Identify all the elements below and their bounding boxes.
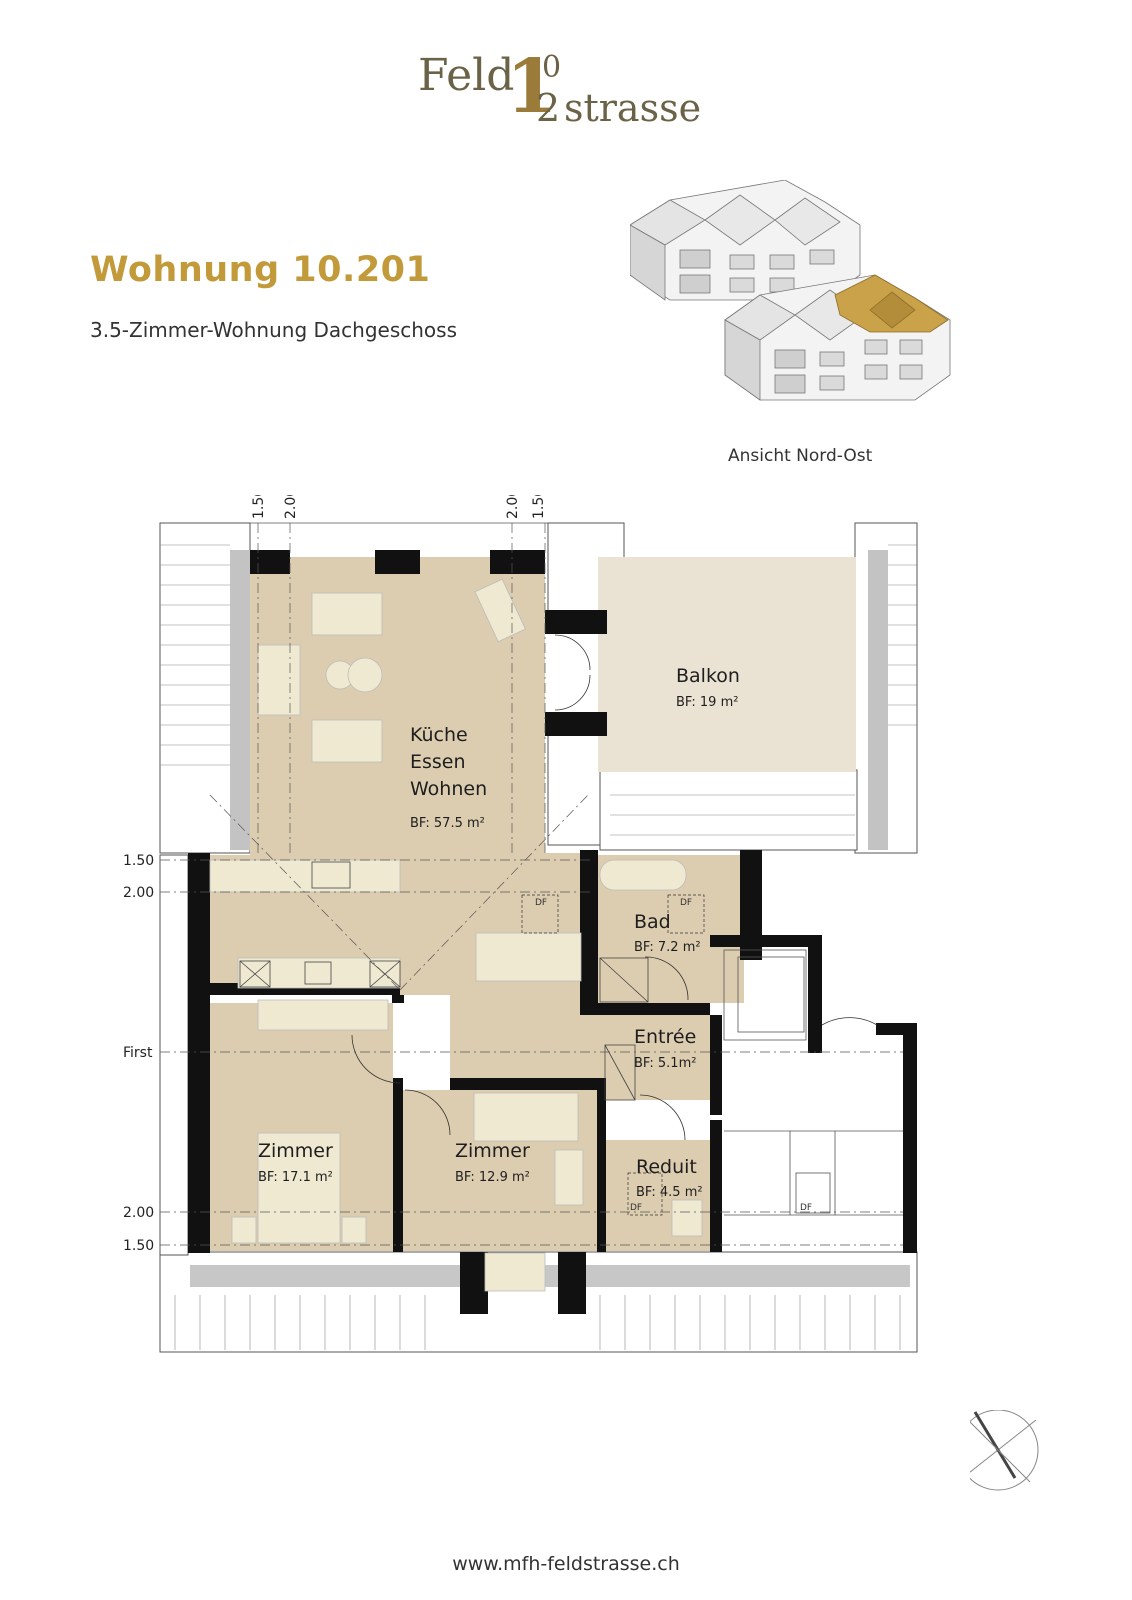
dim-left-4: 2.00 — [123, 1205, 154, 1221]
stairwell — [723, 949, 903, 1216]
dim-top-1: 1.50 — [251, 495, 267, 519]
walls — [188, 550, 917, 1314]
logo-word-strasse: strasse — [564, 86, 702, 130]
roof-hatching — [160, 544, 917, 1350]
building-back — [630, 180, 861, 301]
room-name-kitchen-3: Wohnen — [410, 778, 487, 800]
skylight-label: DF — [800, 1203, 812, 1213]
logo-numeral-one: 1 — [506, 44, 558, 130]
logo-numeral-two: 2 — [536, 86, 561, 130]
room-name-kitchen-1: Küche — [410, 724, 468, 746]
building-axonometric-view — [630, 180, 951, 401]
room-name-bedroom: Zimmer — [258, 1140, 333, 1162]
balcony-area — [598, 557, 856, 772]
room-area-bath: BF: 7.2 m² — [634, 940, 701, 955]
dim-left-3: First — [123, 1045, 153, 1061]
room-area-reduit: BF: 4.5 m² — [636, 1185, 703, 1200]
logo-word-feld: Feld — [418, 50, 515, 101]
room-name-entree: Entrée — [634, 1026, 696, 1048]
compass-cross-2 — [970, 1421, 1031, 1483]
dim-left-1: 1.50 — [123, 853, 154, 869]
floor-plan: DF DF DF DF 1.50 2.00 2.00 1.50 1.50 2.0… — [123, 495, 918, 1353]
room-area-room: BF: 12.9 m² — [455, 1170, 530, 1185]
compass-needle — [973, 1411, 1017, 1479]
room-name-room: Zimmer — [455, 1140, 530, 1162]
dim-top-3: 2.00 — [505, 495, 521, 519]
compass-cross-1 — [970, 1419, 1037, 1473]
view-caption: Ansicht Nord-Ost — [728, 446, 873, 466]
page-subtitle: 3.5-Zimmer-Wohnung Dachgeschoss — [90, 318, 457, 342]
room-name-bath: Bad — [634, 911, 671, 933]
room-name-reduit: Reduit — [636, 1156, 697, 1178]
roof-slopes — [159, 522, 918, 1353]
grid-lines — [160, 523, 903, 1246]
skylights — [521, 894, 705, 1216]
compass-circle — [970, 1410, 1039, 1491]
room-area-balcony: BF: 19 m² — [676, 695, 738, 710]
front-lower-floors — [864, 339, 923, 380]
room-area-bedroom: BF: 17.1 m² — [258, 1170, 333, 1185]
dim-top-4: 1.50 — [531, 495, 547, 519]
brand-logo: Feld 1 0 2 strasse — [418, 44, 718, 140]
dim-top-2: 2.00 — [283, 495, 299, 519]
page-title: Wohnung 10.201 — [90, 250, 431, 290]
skylight-label: DF — [680, 898, 692, 908]
footer-url-link[interactable]: www.mfh-feldstrasse.ch — [452, 1553, 680, 1575]
room-name-kitchen-2: Essen — [410, 751, 466, 773]
highlighted-apartment — [834, 274, 949, 333]
room-area-kitchen: BF: 57.5 m² — [410, 816, 485, 831]
furniture — [209, 578, 703, 1292]
skylight-label: DF — [630, 1203, 642, 1213]
room-area-entree: BF: 5.1m² — [634, 1056, 696, 1071]
dim-left-2: 2.00 — [123, 885, 154, 901]
kitchen-fixtures — [239, 861, 649, 1101]
north-compass: N — [970, 1410, 1039, 1491]
dim-left-5: 1.50 — [123, 1238, 154, 1254]
logo-numeral-zero: 0 — [542, 50, 562, 85]
doors — [351, 634, 878, 1141]
skylight-label: DF — [535, 898, 547, 908]
room-name-balcony: Balkon — [676, 665, 740, 687]
